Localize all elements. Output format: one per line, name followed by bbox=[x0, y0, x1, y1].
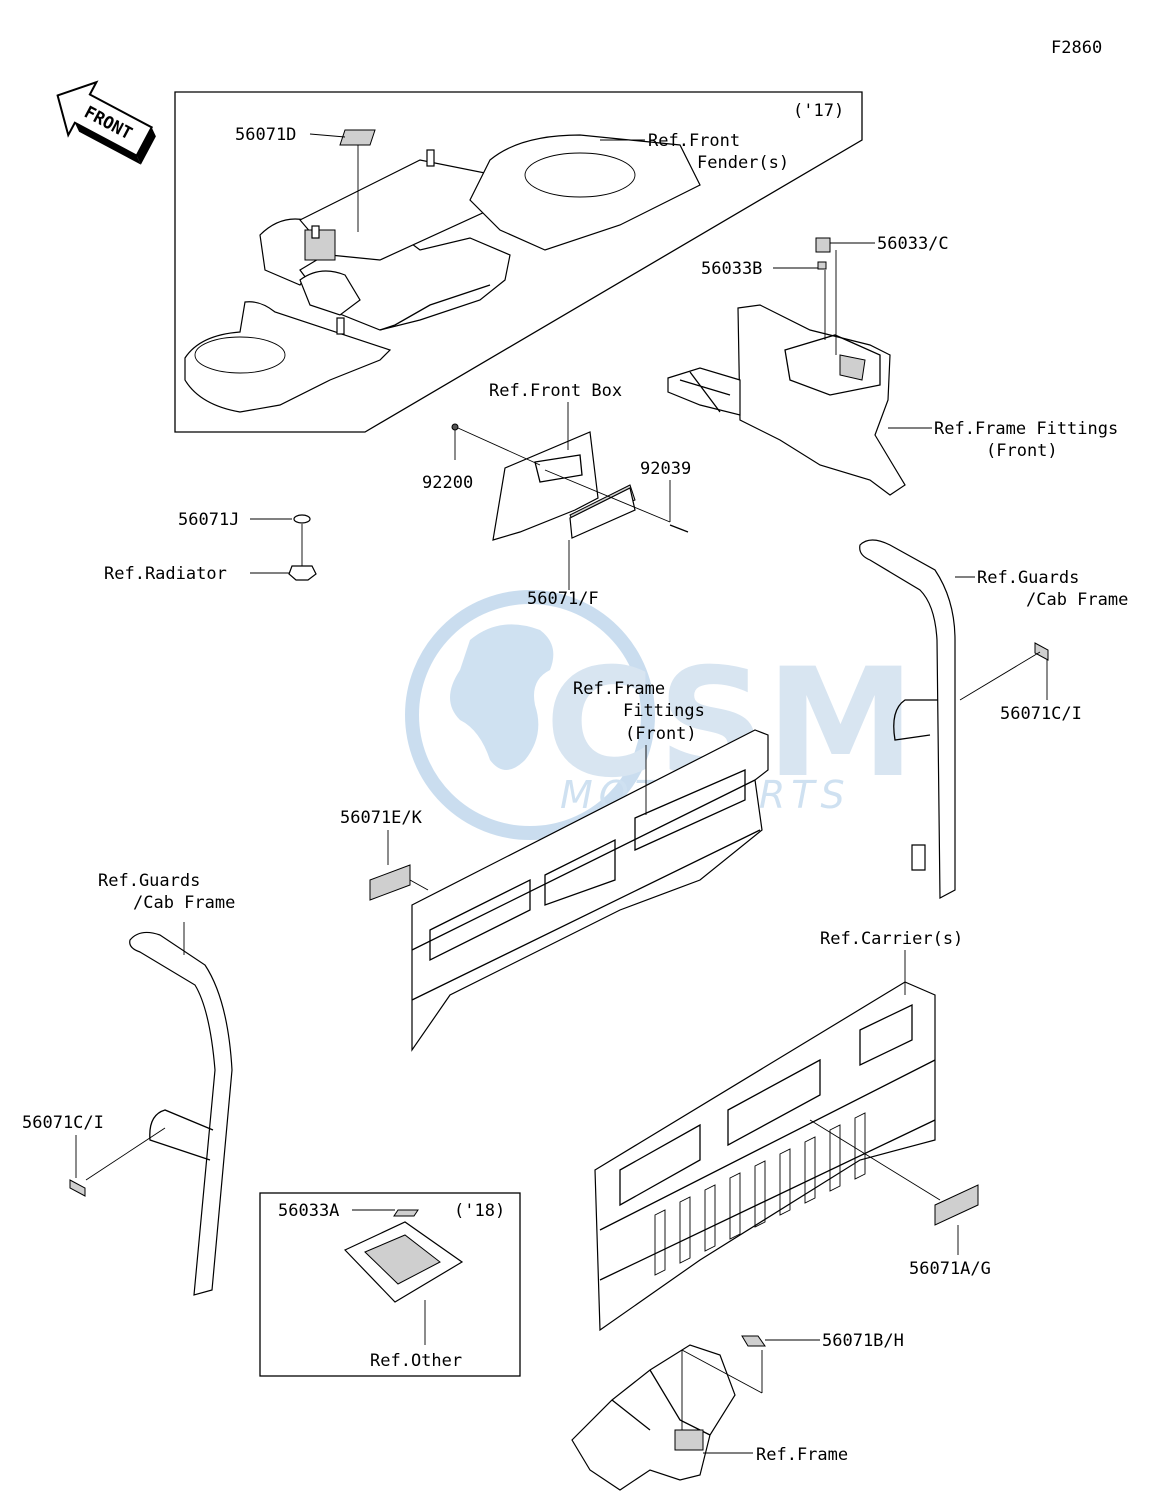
front-fender-part bbox=[184, 129, 701, 413]
label-ref-carriers: Ref.Carrier(s) bbox=[820, 929, 963, 949]
carrier-slats bbox=[654, 1112, 866, 1276]
front-direction-arrow: FRONT bbox=[56, 80, 156, 165]
label-ref-radiator: Ref.Radiator bbox=[104, 564, 227, 584]
diagram-code: F2860 bbox=[1051, 38, 1102, 58]
other-part bbox=[343, 1209, 464, 1303]
guard-left-part bbox=[69, 931, 233, 1296]
box-2018 bbox=[259, 1192, 521, 1377]
frame-fittings-front-part bbox=[667, 237, 906, 496]
label-ref-front-fender-1: Ref.Front bbox=[648, 131, 740, 151]
label-56033B: 56033B bbox=[701, 259, 762, 279]
label-ref-front-box: Ref.Front Box bbox=[489, 381, 622, 401]
label-ref-other: Ref.Other bbox=[370, 1351, 462, 1371]
label-ref-frame-fittings-b3: (Front) bbox=[625, 724, 697, 744]
box-2018-tag: ('18) bbox=[454, 1201, 505, 1221]
label-92039: 92039 bbox=[640, 459, 691, 479]
label-ref-frame: Ref.Frame bbox=[756, 1445, 848, 1465]
watermark-continents bbox=[450, 624, 554, 770]
label-ref-front-fender-2: Fender(s) bbox=[697, 153, 789, 173]
label-56071EK: 56071E/K bbox=[340, 808, 423, 828]
label-56071AG: 56071A/G bbox=[909, 1259, 991, 1279]
label-56071CI-left: 56071C/I bbox=[22, 1113, 104, 1133]
label-56033C: 56033/C bbox=[877, 234, 949, 254]
watermark-globe bbox=[405, 590, 655, 840]
label-56071CI-right: 56071C/I bbox=[1000, 704, 1082, 724]
carrier-part bbox=[594, 981, 979, 1332]
label-56071D-shape bbox=[339, 129, 376, 146]
label-ref-frame-fittings-a1: Ref.Frame Fittings bbox=[934, 419, 1118, 439]
frame-bottom-part bbox=[571, 1335, 766, 1491]
radiator-part bbox=[288, 514, 317, 581]
label-56071F: 56071/F bbox=[527, 589, 599, 609]
box-2017-tag: ('17) bbox=[793, 101, 844, 121]
label-ref-guards-r1: Ref.Guards bbox=[977, 568, 1079, 588]
label-56033A: 56033A bbox=[278, 1201, 339, 1221]
label-ref-frame-fittings-a2: (Front) bbox=[986, 441, 1058, 461]
label-ref-guards-l1: Ref.Guards bbox=[98, 871, 200, 891]
label-ref-guards-r2: /Cab Frame bbox=[1026, 590, 1128, 610]
label-56071BH: 56071B/H bbox=[822, 1331, 904, 1351]
label-ref-frame-fittings-b2: Fittings bbox=[623, 701, 705, 721]
box-2017 bbox=[174, 91, 863, 433]
label-56071D: 56071D bbox=[235, 125, 296, 145]
label-ref-frame-fittings-b1: Ref.Frame bbox=[573, 679, 665, 699]
label-56071J: 56071J bbox=[178, 510, 239, 530]
label-ref-guards-l2: /Cab Frame bbox=[133, 893, 235, 913]
guard-right-part bbox=[859, 539, 1049, 899]
label-92200: 92200 bbox=[422, 473, 473, 493]
frame-fittings-center-part bbox=[369, 729, 769, 1052]
